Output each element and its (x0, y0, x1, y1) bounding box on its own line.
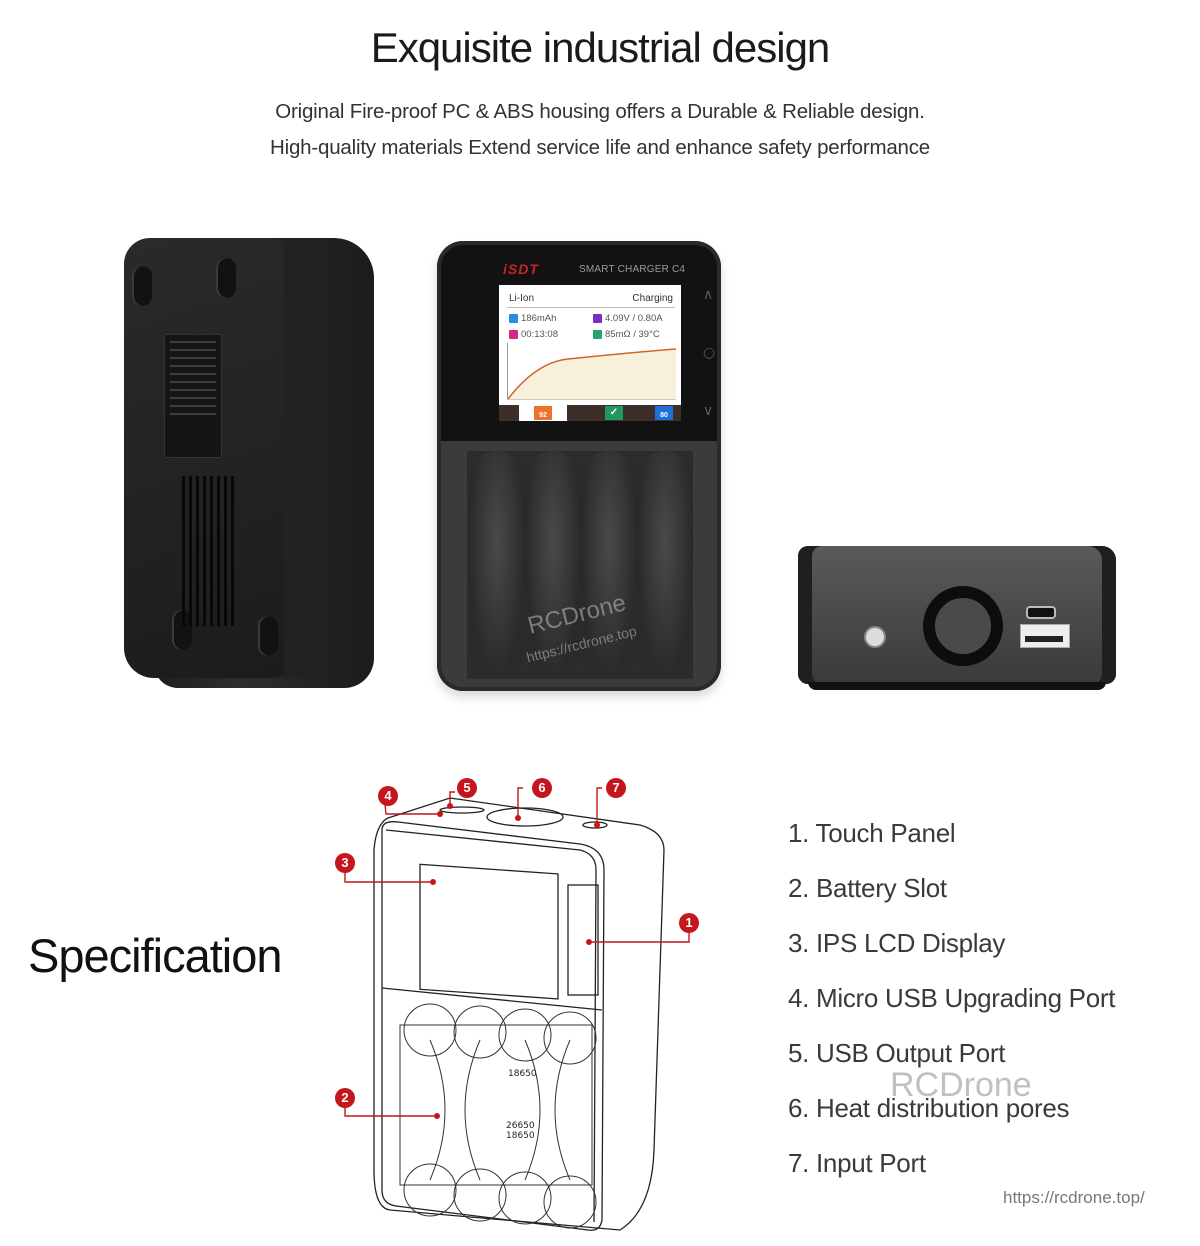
vent-slots (182, 476, 238, 626)
micro-usb-port (1026, 606, 1056, 619)
callout-4: 4 (378, 786, 398, 806)
spec-item-battery-slot: 2. Battery Slot (788, 873, 947, 903)
watermark-footer-brand: RCDrone (890, 1066, 1032, 1104)
charger-line-diagram: 18650 26650 18650 4 5 6 7 3 1 2 (330, 770, 710, 1242)
spec-item-usb-output-port: 5. USB Output Port (788, 1038, 1006, 1068)
spec-item-touch-panel: 1. Touch Panel (788, 818, 956, 848)
capacity-icon (509, 314, 518, 323)
callout-1: 1 (679, 913, 699, 933)
lcd-tab-bar: 92 ✓ 80 (499, 405, 681, 421)
spec-item-input-port: 7. Input Port (788, 1148, 926, 1178)
rubber-foot (172, 610, 192, 650)
front-panel: iSDT SMART CHARGER C4 Li-Ion Charging 18… (441, 245, 717, 441)
spec-item-lcd-display: 3. IPS LCD Display (788, 928, 1006, 958)
callout-2: 2 (335, 1088, 355, 1108)
model-name: SMART CHARGER C4 (579, 264, 686, 275)
spec-item-heat-pores: 6. Heat distribution pores (788, 1093, 1070, 1123)
battery-tray (467, 451, 693, 679)
callout-3: 3 (335, 853, 355, 873)
charger-front-view: iSDT SMART CHARGER C4 Li-Ion Charging 18… (437, 241, 721, 691)
resistance-icon (593, 330, 602, 339)
slot-1-battery-icon[interactable]: 92 (534, 406, 552, 420)
charger-back-view (124, 238, 374, 688)
battery-slot (637, 451, 693, 679)
chevron-down-icon[interactable]: ∨ (703, 403, 714, 419)
charger-side-view (798, 546, 1116, 692)
clock-icon (509, 330, 518, 339)
cooling-fan (923, 586, 1003, 666)
check-icon[interactable]: ✓ (605, 406, 623, 420)
rubber-foot (258, 616, 278, 656)
diagram-outline: 18650 26650 18650 (344, 787, 690, 1231)
specification-list: 1. Touch Panel 2. Battery Slot 3. IPS LC… (788, 818, 1115, 1203)
chevron-up-icon[interactable]: ∧ (703, 287, 714, 303)
page-title: Exquisite industrial design (370, 24, 831, 71)
dc-input-port (864, 626, 886, 648)
slot-3-battery-icon[interactable]: 80 (655, 406, 673, 420)
circle-icon[interactable]: ○ (703, 345, 716, 361)
time-stat: 00:13:08 (509, 329, 558, 340)
rubber-foot (132, 266, 152, 306)
subtitle-line-2: High-quality materials Extend service li… (270, 136, 930, 159)
battery-slot (469, 451, 525, 679)
resistance-stat: 85mΩ / 39°C (593, 329, 660, 340)
callout-5: 5 (457, 778, 477, 798)
charge-status: Charging (632, 293, 673, 304)
subtitle-line-1: Original Fire-proof PC & ABS housing off… (275, 100, 925, 123)
lcd-header: Li-Ion Charging (507, 291, 675, 308)
lcd-display: Li-Ion Charging 186mAh 4.09V / 0.80A 00:… (499, 285, 681, 421)
capacity-stat: 186mAh (509, 313, 556, 324)
svg-text:18650: 18650 (508, 1069, 537, 1079)
specification-title: Specification (28, 929, 282, 982)
rating-label (164, 334, 222, 458)
svg-text:26650: 26650 (506, 1121, 535, 1131)
charge-curve-graph (507, 343, 676, 400)
callout-6: 6 (532, 778, 552, 798)
rubber-foot (216, 258, 236, 298)
battery-chemistry: Li-Ion (509, 293, 535, 304)
svg-text:18650: 18650 (506, 1131, 535, 1141)
callout-7: 7 (606, 778, 626, 798)
brand-logo: iSDT (503, 261, 539, 277)
footer-url-link[interactable]: https://rcdrone.top/ (1003, 1188, 1145, 1207)
voltage-stat: 4.09V / 0.80A (593, 313, 663, 324)
usb-output-port (1020, 624, 1070, 648)
battery-slot (581, 451, 637, 679)
spec-item-micro-usb-port: 4. Micro USB Upgrading Port (788, 983, 1116, 1013)
voltage-graph-icon (593, 314, 602, 323)
battery-slot (525, 451, 581, 679)
